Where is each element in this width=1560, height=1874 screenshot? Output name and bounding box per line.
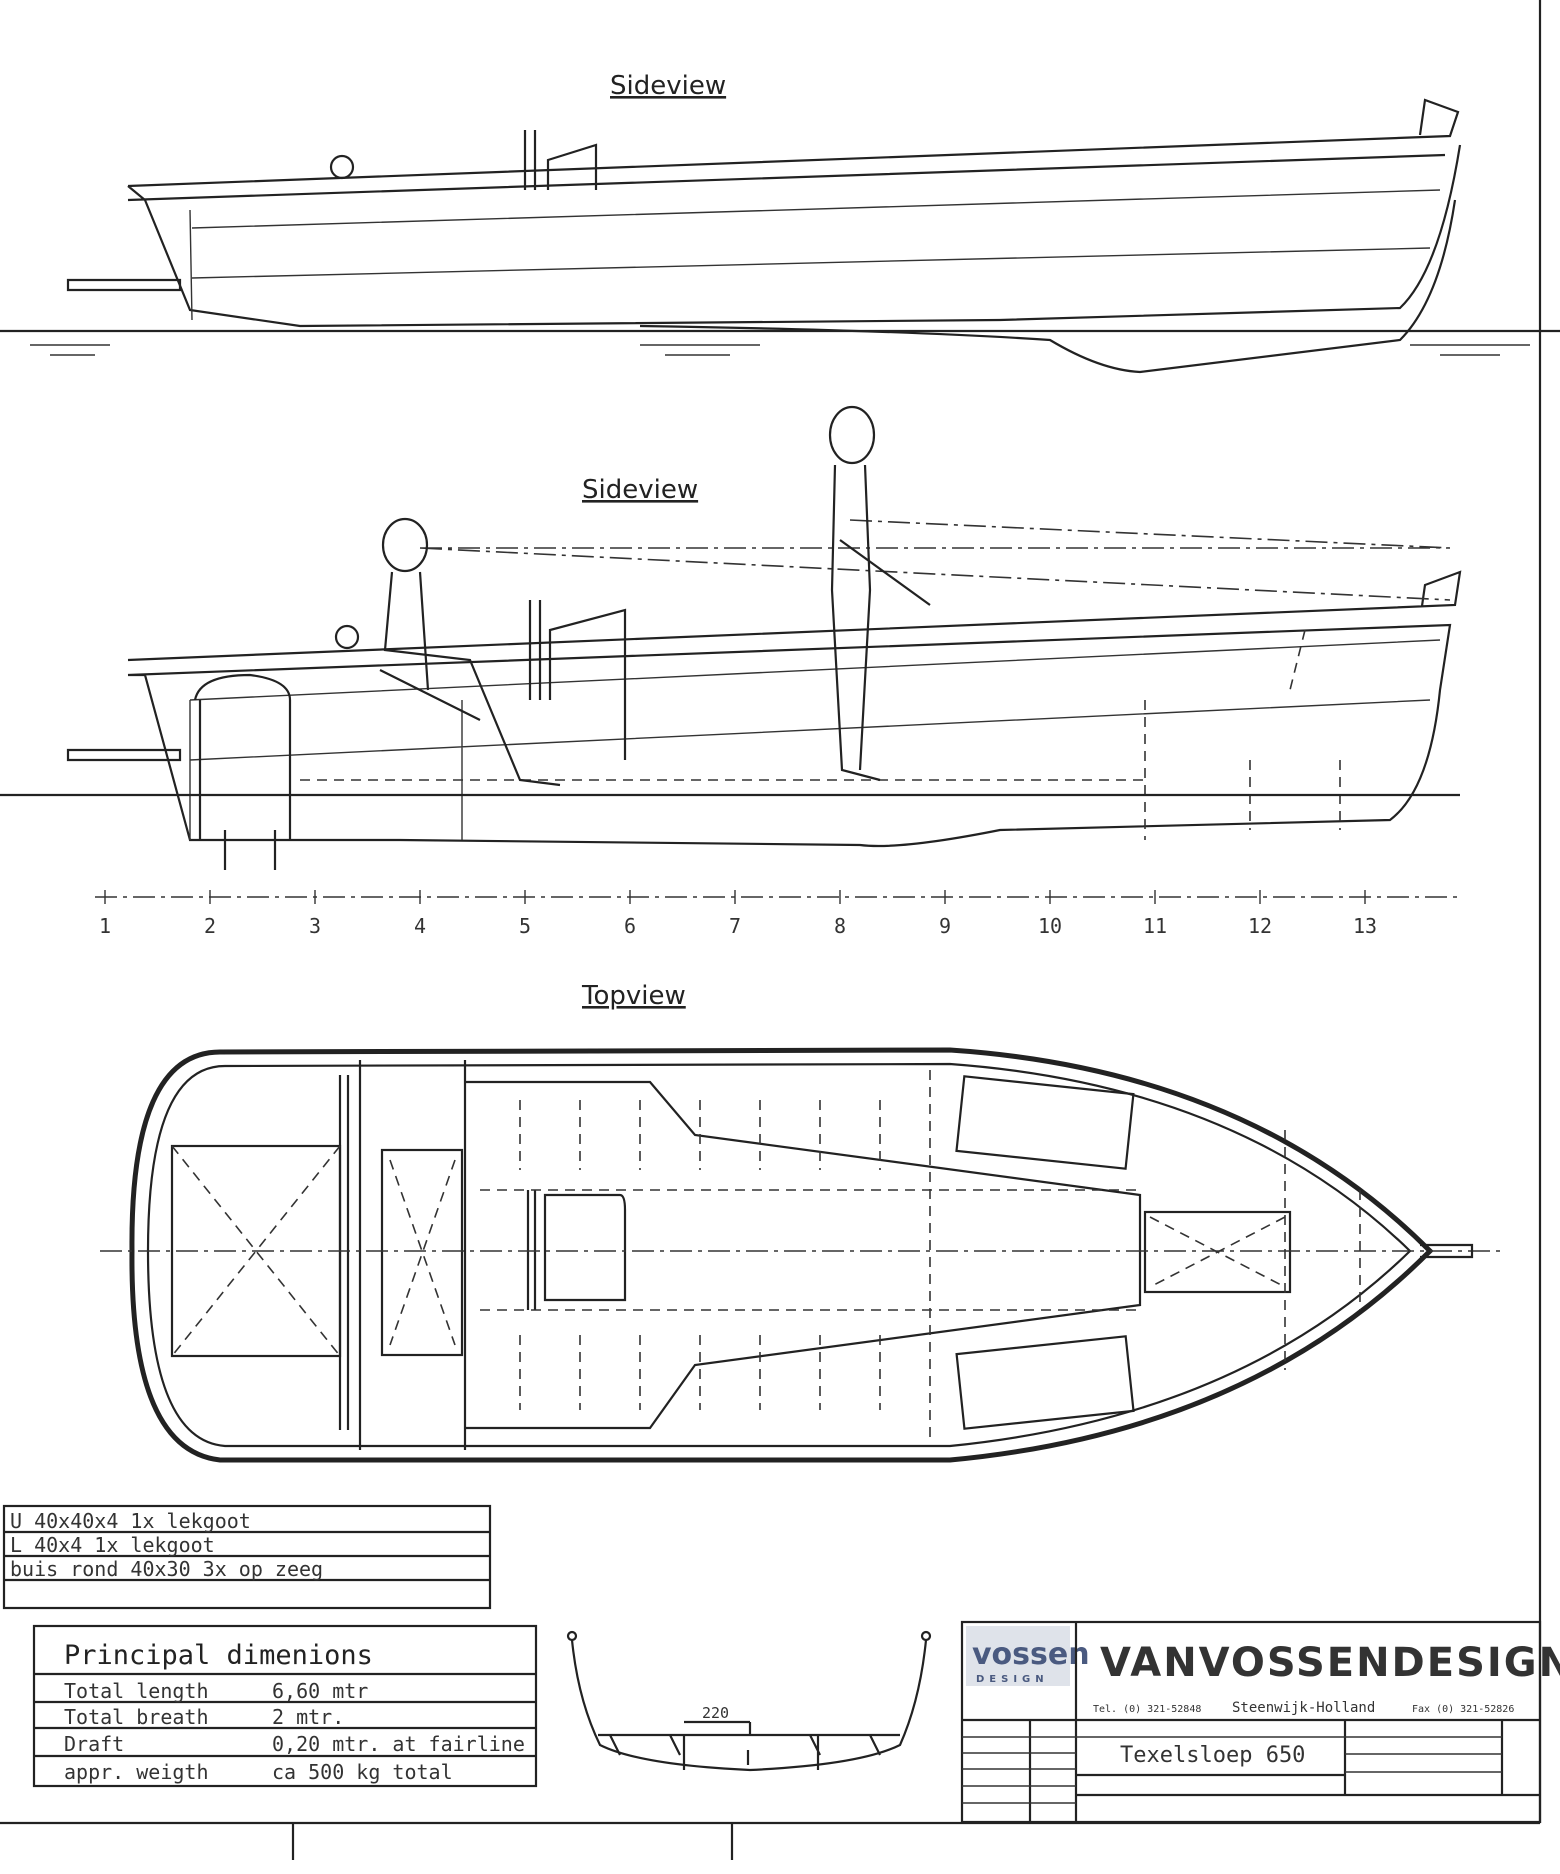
principal-dimensions-table: Principal dimenions Total length 6,60 mt… — [32, 1624, 538, 1788]
dim-value: ca 500 kg total — [272, 1760, 453, 1784]
locker-starboard — [955, 1335, 1135, 1430]
hull-profile — [127, 98, 1462, 328]
dim-label: Total length — [64, 1679, 209, 1703]
rudder — [66, 278, 182, 292]
dim-label: appr. weigth — [64, 1760, 209, 1784]
rudder-2 — [66, 748, 277, 870]
station-number: 2 — [204, 914, 216, 938]
sideview-1-title: Sideview — [610, 71, 726, 101]
station-number: 12 — [1248, 914, 1272, 938]
station-number: 5 — [519, 914, 531, 938]
bow-hatch — [1143, 1210, 1292, 1294]
dim-value: 2 mtr. — [272, 1705, 344, 1729]
sideview-2: Sideview — [0, 405, 1462, 870]
company-fax: Fax (0) 321-52826 — [1412, 1704, 1514, 1715]
topview-title: Topview — [581, 981, 686, 1011]
seated-figure — [379, 517, 561, 787]
hull-outline — [129, 1047, 1434, 1463]
sightlines — [419, 519, 1451, 601]
locker-port — [955, 1075, 1135, 1170]
station-number: 9 — [939, 914, 951, 938]
station-number: 1 — [99, 914, 111, 938]
dim-label: Draft — [64, 1732, 124, 1756]
standing-figure — [828, 405, 931, 782]
thwarts — [338, 1060, 467, 1450]
bow-fitting — [1420, 1243, 1474, 1259]
engine-box — [193, 673, 292, 840]
hatch-aft — [380, 1148, 464, 1357]
cleat-ring-2 — [334, 624, 360, 650]
console-top — [526, 1190, 627, 1310]
company-logo — [966, 1626, 1070, 1686]
sideview-2-title: Sideview — [582, 475, 698, 505]
water-marks — [30, 344, 1530, 356]
console-2 — [528, 600, 627, 760]
console — [523, 130, 598, 190]
parts-list-table: U 40x40x4 1x lekgoot L 40x4 1x lekgoot b… — [2, 1504, 492, 1610]
company-name: VANVOSSENDESIGN — [1100, 1640, 1560, 1686]
parts-row: U 40x40x4 1x lekgoot — [10, 1509, 251, 1533]
strakes-2 — [189, 639, 1441, 840]
floor-grid — [480, 1070, 1361, 1440]
keel — [639, 199, 1457, 374]
parts-row: L 40x4 1x lekgoot — [10, 1533, 215, 1557]
hatch-aft-cross — [389, 1159, 456, 1346]
cockpit-floor — [465, 1080, 1142, 1430]
title-block: vossen DESIGN VANVOSSENDESIGN Tel. (0) 3… — [960, 1620, 1560, 1824]
station-number: 4 — [414, 914, 426, 938]
topview: Topview — [100, 981, 1500, 1463]
hull-profile-2 — [127, 570, 1462, 848]
strake-lines — [189, 189, 1441, 321]
station-number: 6 — [624, 914, 636, 938]
parts-row: buis rond 40x30 3x op zeeg — [10, 1557, 323, 1581]
station-number: 13 — [1353, 914, 1377, 938]
section-dimension: 220 — [702, 1704, 729, 1722]
engine-hatch-cross — [171, 1145, 341, 1357]
sideview-1: Sideview — [0, 71, 1560, 374]
dim-value: 6,60 mtr — [272, 1679, 368, 1703]
logo-subtext: DESIGN — [976, 1674, 1049, 1685]
dim-value: 0,20 mtr. at fairline — [272, 1732, 525, 1756]
company-location: Steenwijk-Holland — [1232, 1700, 1375, 1716]
bow-hatch-cross — [1149, 1216, 1286, 1288]
project-name: Texelsloep 650 — [1120, 1743, 1305, 1768]
inner-hull — [146, 1062, 1412, 1448]
cross-section: 220 — [566, 1630, 932, 1772]
dimensions-title: Principal dimenions — [64, 1640, 373, 1671]
dim-label: Total breath — [64, 1705, 209, 1729]
station-number: 8 — [834, 914, 846, 938]
company-tel: Tel. (0) 321-52848 — [1093, 1704, 1201, 1715]
station-number: 3 — [309, 914, 321, 938]
station-number: 11 — [1143, 914, 1167, 938]
cleat-ring — [329, 154, 355, 180]
logo-text: vossen — [972, 1637, 1090, 1672]
station-number: 10 — [1038, 914, 1062, 938]
station-number: 7 — [729, 914, 741, 938]
